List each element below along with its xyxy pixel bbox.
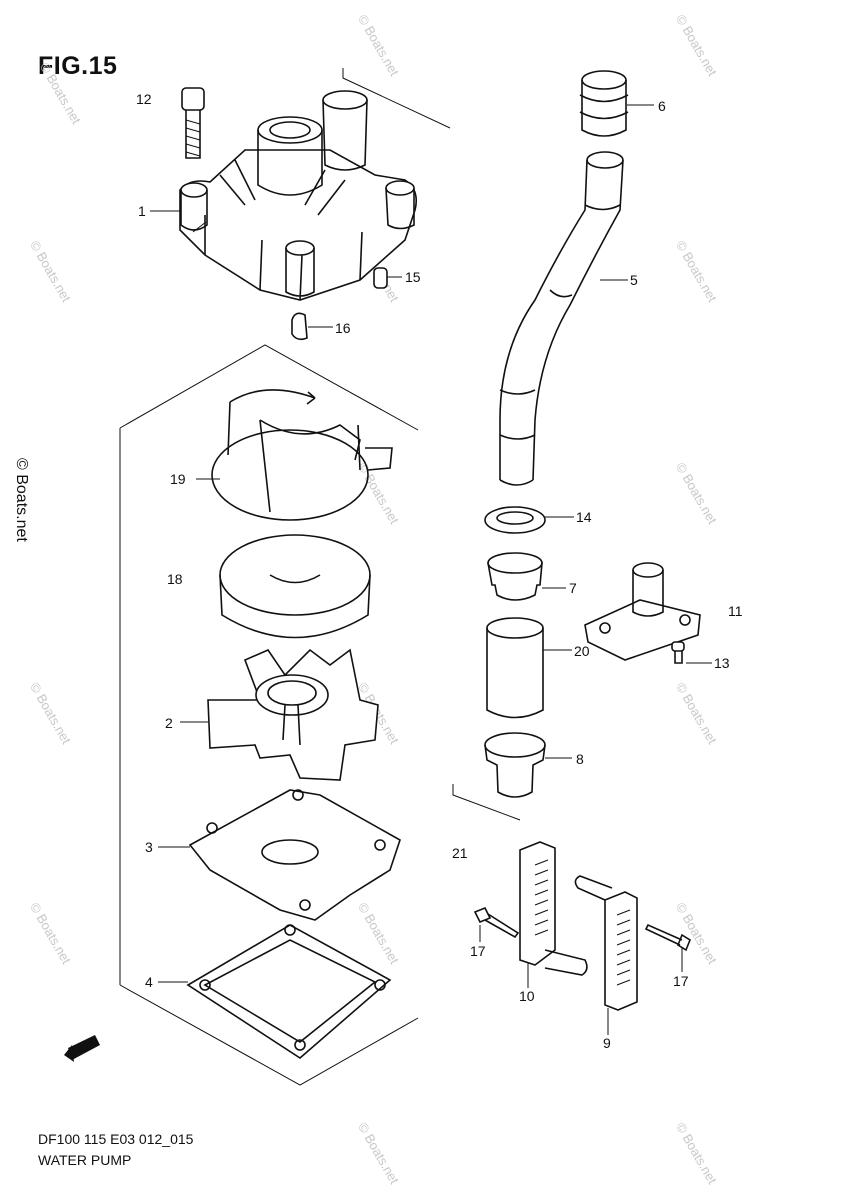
fitting-plate-part-11 [584,562,701,661]
callout-14: 14 [576,509,592,525]
callout-7: 7 [569,580,577,596]
figure-name: WATER PUMP [38,1152,132,1168]
callout-16: 16 [335,320,351,336]
callout-21: 21 [452,845,468,861]
impeller-part-2 [207,648,379,781]
leader-lines [150,104,712,1035]
key-part-16 [291,312,308,341]
callout-18: 18 [167,571,183,587]
o-ring-part-19 [211,389,393,521]
bracket-part-9 [574,875,638,1011]
pump-case-part-1 [179,90,418,301]
seal-part-14 [484,506,546,534]
bracket-part-10 [519,841,588,976]
fwd-arrow-icon [64,1035,100,1062]
callout-4: 4 [145,974,153,990]
callout-8: 8 [576,751,584,767]
plate-part-3 [188,789,401,921]
callout-17-left: 17 [470,943,486,959]
callout-labels: 1 2 3 4 5 6 7 8 9 10 11 12 13 14 15 16 1… [136,91,743,1051]
callout-12: 12 [136,91,152,107]
callout-9: 9 [603,1035,611,1051]
figure-code: DF100 115 E03 012_015 [38,1131,194,1147]
figure-title: FIG.15 [38,52,118,80]
bolt-part-12 [181,87,205,159]
callout-15: 15 [405,269,421,285]
liner-part-18 [219,534,371,639]
grommet-part-8 [484,732,546,798]
callout-6: 6 [658,98,666,114]
sleeve-part-20 [486,617,544,719]
grommet-part-7 [487,552,543,601]
dowel-pin-part-15 [373,267,388,289]
screw-part-17-right [644,923,691,952]
callout-1: 1 [138,203,146,219]
water-tube-part-5 [499,151,624,486]
callout-13: 13 [714,655,730,671]
gasket-part-4 [186,924,392,1059]
screw-part-17-left [473,906,520,939]
grommet-part-6 [579,70,629,137]
callout-17-right: 17 [673,973,689,989]
callout-19: 19 [170,471,186,487]
callout-20: 20 [574,643,590,659]
callout-5: 5 [630,272,638,288]
callout-3: 3 [145,839,153,855]
screw-part-13 [671,641,685,664]
callout-11: 11 [728,603,743,619]
assembly-frame [119,68,521,1086]
callout-10: 10 [519,988,535,1004]
callout-2: 2 [165,715,173,731]
